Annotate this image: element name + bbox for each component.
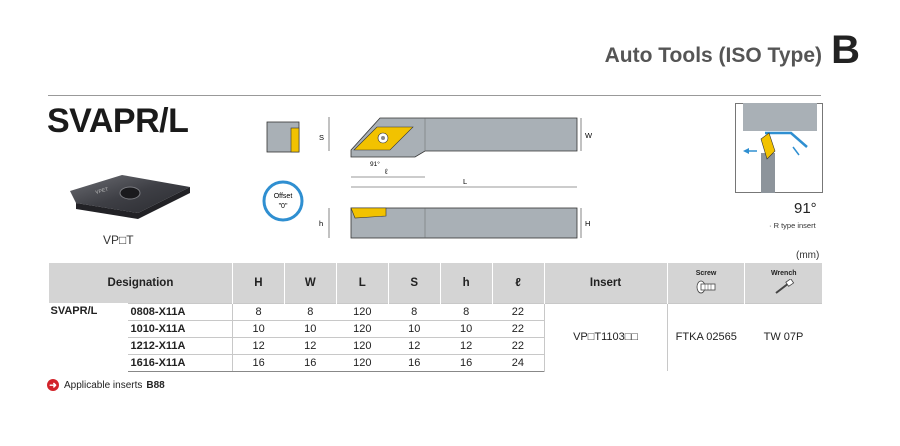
- row-W: 12: [284, 336, 337, 354]
- dim-h-label: h: [319, 219, 323, 228]
- row-H: 10: [231, 319, 285, 337]
- insert-value: VP□T1103□□: [543, 302, 668, 371]
- row-l: 22: [492, 302, 545, 320]
- dim-W-label: W: [585, 131, 593, 140]
- table-row: 1616-X11A 16 16 120 16 16 24: [49, 353, 823, 372]
- row-L: 120: [336, 319, 389, 337]
- header-H: H: [231, 263, 285, 303]
- row-W: 8: [284, 302, 337, 320]
- row-S: 12: [388, 336, 441, 354]
- unit-note: (mm): [796, 250, 820, 261]
- screw-value: FTKA 02565: [666, 302, 745, 371]
- arrow-circle-icon: ➜: [47, 379, 59, 391]
- header-wrench: Wrench: [744, 263, 822, 303]
- header-insert: Insert: [543, 263, 668, 303]
- offset-label-line1: Offset: [274, 193, 293, 200]
- dim-angle-label: 91°: [370, 160, 380, 168]
- dim-S-label: S: [319, 133, 324, 142]
- svg-text:VPET: VPET: [95, 187, 109, 196]
- header-wrench-label: Wrench: [770, 270, 797, 278]
- angle-label: 91°: [794, 200, 817, 217]
- row-S: 16: [388, 353, 441, 372]
- row-h: 10: [440, 319, 493, 337]
- header-l: ℓ: [491, 263, 545, 303]
- row-S: 8: [388, 302, 441, 320]
- row-W: 10: [284, 319, 337, 337]
- row-H: 12: [231, 336, 285, 354]
- row-L: 120: [336, 353, 389, 372]
- footnote-ref: B88: [146, 379, 165, 391]
- dim-l-label: ℓ: [384, 167, 388, 176]
- header-W: W: [283, 263, 337, 303]
- row-code: 1616-X11A: [128, 353, 233, 372]
- row-h: 12: [440, 336, 493, 354]
- row-code: 1212-X11A: [128, 336, 233, 354]
- row-h: 8: [440, 302, 493, 320]
- row-W: 16: [284, 353, 337, 372]
- header-S: S: [387, 263, 441, 303]
- offset-label-line2: "0": [279, 203, 288, 210]
- series-code: SVAPR/L: [50, 305, 98, 317]
- header-screw: Screw: [666, 263, 745, 303]
- row-H: 8: [231, 302, 285, 320]
- table-header-row: Designation H W L S h ℓ Insert Screw: [48, 263, 822, 303]
- footnote-text: Applicable inserts: [64, 379, 143, 391]
- row-L: 120: [336, 336, 389, 354]
- top-rule: [48, 95, 821, 96]
- table-row: 1010-X11A 10 10 120 10 10 22: [49, 319, 823, 337]
- row-h: 16: [440, 353, 493, 372]
- row-H: 16: [231, 353, 285, 372]
- row-l: 24: [492, 353, 545, 372]
- insert-label: VP□T: [103, 233, 134, 247]
- application-inset: [735, 103, 823, 193]
- row-code: 0808-X11A: [128, 302, 233, 320]
- header-L: L: [335, 263, 389, 303]
- header-h: h: [439, 263, 493, 303]
- screw-icon: [696, 280, 716, 294]
- table-row: 1212-X11A 12 12 120 12 12 22: [49, 336, 823, 354]
- tool-drawing: S 91° W ℓ L Offset "0" h H: [262, 117, 593, 239]
- header-screw-label: Screw: [695, 270, 717, 278]
- header-designation: Designation: [48, 263, 233, 303]
- table-row: SVAPR/L 0808-X11A 8 8 120 8 8 22 VP□T110…: [49, 302, 822, 371]
- spec-table: Designation H W L S h ℓ Insert Screw: [48, 263, 822, 372]
- product-code: SVAPR/L: [47, 102, 189, 140]
- row-L: 120: [336, 302, 389, 320]
- row-code: 1010-X11A: [128, 319, 233, 337]
- wrench-value: TW 07P: [744, 302, 822, 371]
- row-l: 22: [492, 319, 545, 337]
- row-l: 22: [492, 336, 545, 354]
- section-letter: B: [831, 28, 860, 72]
- wrench-icon: [775, 279, 794, 295]
- row-S: 10: [388, 319, 441, 337]
- section-title: Auto Tools (ISO Type): [604, 44, 822, 67]
- rtype-note: · R type insert: [769, 221, 816, 230]
- insert-photo: VPET: [70, 175, 190, 219]
- dim-H-label: H: [585, 219, 590, 228]
- applicable-inserts-link[interactable]: ➜ Applicable inserts B88: [47, 379, 165, 391]
- dim-L-label: L: [463, 177, 467, 186]
